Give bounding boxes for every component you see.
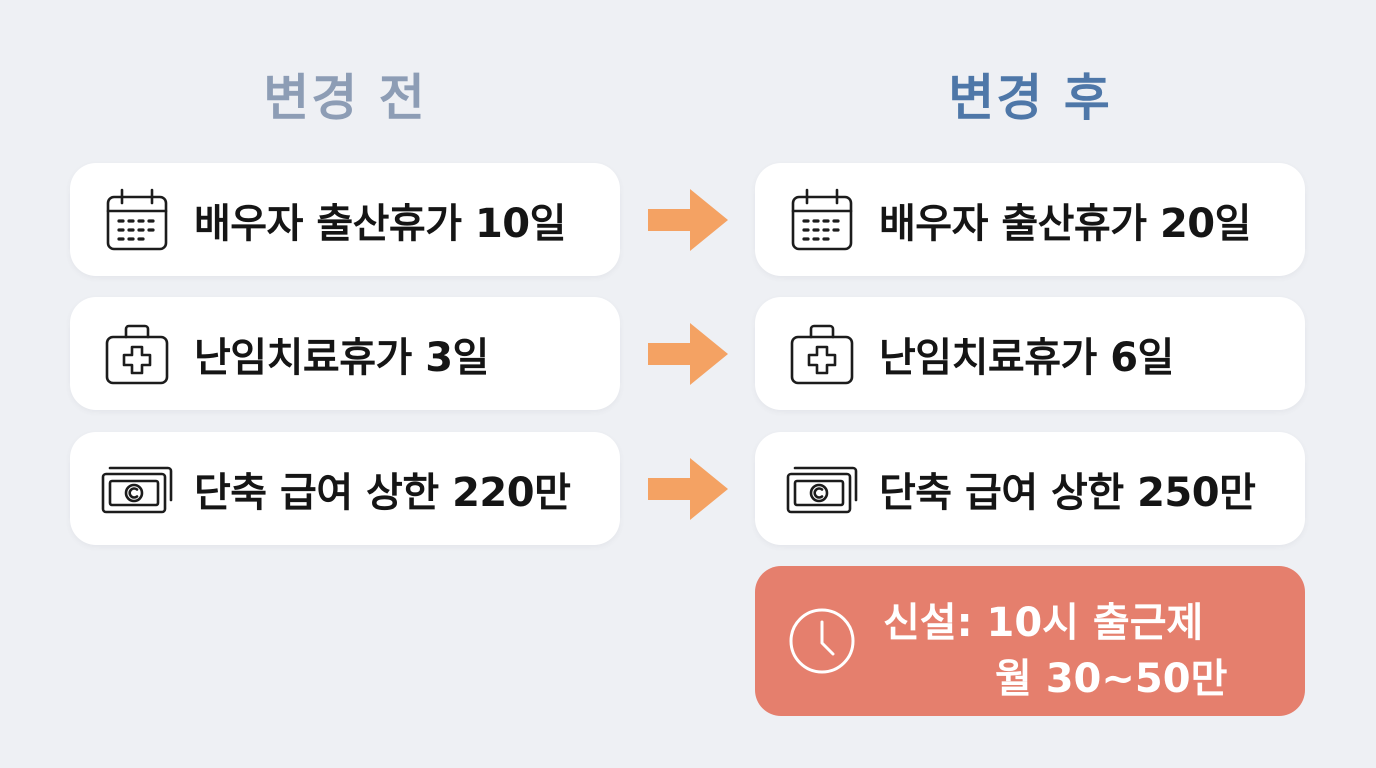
after-label-infertility-leave: 난임치료휴가 6일 xyxy=(879,334,1174,381)
new-benefit-title: 신설: 10시 출근제 xyxy=(883,600,1204,646)
after-card-paternity-leave: 배우자 출산휴가 20일 xyxy=(755,163,1305,276)
after-label-pay-cap: 단축 급여 상한 250만 xyxy=(879,469,1256,516)
arrow-right-icon xyxy=(648,189,728,251)
new-benefit-card: 신설: 10시 출근제 월 30~50만 xyxy=(755,566,1305,716)
medical-kit-icon xyxy=(785,317,859,391)
before-card-pay-cap: 단축 급여 상한 220만 xyxy=(70,432,620,545)
after-card-pay-cap: 단축 급여 상한 250만 xyxy=(755,432,1305,545)
cash-icon xyxy=(100,452,174,526)
before-label-infertility-leave: 난임치료휴가 3일 xyxy=(194,334,489,381)
calendar-icon xyxy=(785,183,859,257)
before-card-infertility-leave: 난임치료휴가 3일 xyxy=(70,297,620,410)
clock-icon xyxy=(789,608,855,674)
arrow-right-icon xyxy=(648,323,728,385)
header-after: 변경 후 xyxy=(948,69,1112,127)
after-label-paternity-leave: 배우자 출산휴가 20일 xyxy=(879,200,1251,247)
calendar-icon xyxy=(100,183,174,257)
cash-icon xyxy=(785,452,859,526)
before-card-paternity-leave: 배우자 출산휴가 10일 xyxy=(70,163,620,276)
new-benefit-amount: 월 30~50만 xyxy=(995,656,1228,702)
after-card-infertility-leave: 난임치료휴가 6일 xyxy=(755,297,1305,410)
medical-kit-icon xyxy=(100,317,174,391)
before-label-paternity-leave: 배우자 출산휴가 10일 xyxy=(194,200,566,247)
before-label-pay-cap: 단축 급여 상한 220만 xyxy=(194,469,571,516)
header-before: 변경 전 xyxy=(263,69,427,127)
arrow-right-icon xyxy=(648,458,728,520)
